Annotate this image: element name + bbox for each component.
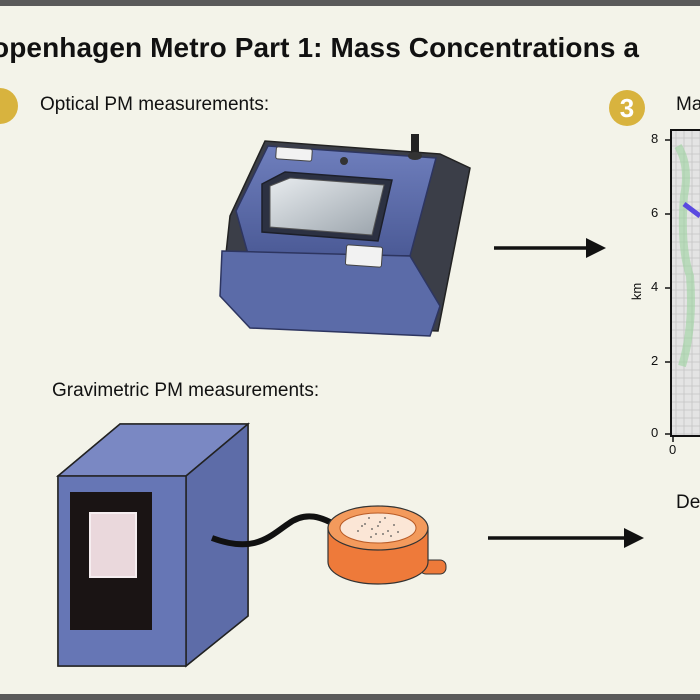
sample-tube xyxy=(210,513,342,548)
gravimetric-label: Gravimetric PM measurements: xyxy=(52,380,320,401)
map-ytick: 0 xyxy=(651,425,659,440)
map-ytick: 4 xyxy=(651,279,659,294)
map-ytick: 2 xyxy=(651,353,659,368)
map-plot xyxy=(665,129,700,442)
filter-holder-icon xyxy=(327,505,447,585)
optical-label: Optical PM measurements: xyxy=(40,94,270,115)
map-xtick: 0 xyxy=(669,442,677,457)
optical-device-icon xyxy=(219,134,471,337)
bottom-right-label: De xyxy=(676,492,700,513)
map-ytick: 8 xyxy=(651,131,659,146)
map-ylabel: km xyxy=(629,282,645,301)
map-ytick: 6 xyxy=(651,205,659,220)
diagram-graphics xyxy=(55,129,700,668)
diagram-panel: openhagen Metro Part 1: Mass Concentrati… xyxy=(0,6,700,694)
arrow-top xyxy=(494,238,606,258)
step-badge-3: 3 xyxy=(609,90,645,126)
gravimetric-sampler-icon xyxy=(55,422,251,668)
step-badge-1 xyxy=(0,88,18,124)
arrow-bottom xyxy=(488,528,644,548)
map-label: Ma xyxy=(676,94,700,115)
diagram-title: openhagen Metro Part 1: Mass Concentrati… xyxy=(0,32,640,63)
